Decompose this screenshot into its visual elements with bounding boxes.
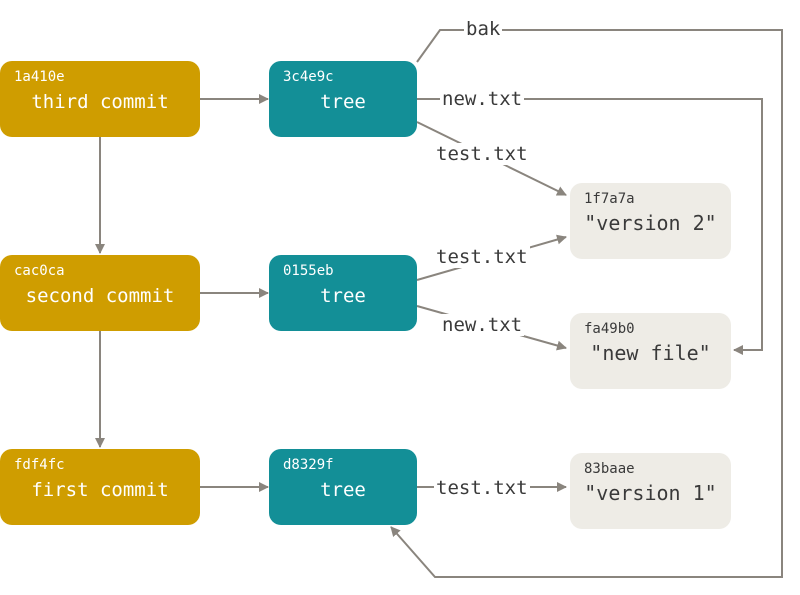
blob-content: "version 1" [584, 481, 717, 505]
tree-0155eb: 0155eb tree [269, 255, 417, 331]
tree-hash: 0155eb [283, 263, 334, 279]
blob-83baae: 83baae "version 1" [570, 453, 731, 529]
commit-label: third commit [31, 91, 169, 113]
blob-content: "version 2" [584, 211, 717, 235]
tree-3c4e9c: 3c4e9c tree [269, 61, 417, 137]
commit-third: 1a410e third commit [0, 61, 200, 137]
commit-first: fdf4fc first commit [0, 449, 200, 525]
edge-label-tree2-new: new.txt [440, 314, 525, 336]
tree-hash: d8329f [283, 457, 334, 473]
blob-hash: 1f7a7a [584, 191, 635, 207]
edge-label-tree2-test: test.txt [434, 246, 530, 268]
edge-label-tree1-new: new.txt [440, 88, 525, 110]
arrow-tree1-newtxt [417, 98, 763, 355]
blob-hash: fa49b0 [584, 321, 635, 337]
commit-hash: fdf4fc [14, 457, 65, 473]
commit-hash: cac0ca [14, 263, 65, 279]
blob-hash: 83baae [584, 461, 635, 477]
tree-d8329f: d8329f tree [269, 449, 417, 525]
blob-fa49b0: fa49b0 "new file" [570, 313, 731, 389]
commit-label: first commit [31, 479, 169, 501]
tree-label: tree [320, 285, 366, 307]
tree-label: tree [320, 479, 366, 501]
commit-second: cac0ca second commit [0, 255, 200, 331]
blob-1f7a7a: 1f7a7a "version 2" [570, 183, 731, 259]
tree-label: tree [320, 91, 366, 113]
edge-label-tree1-test: test.txt [434, 143, 530, 165]
edge-label-tree3-test: test.txt [434, 477, 530, 499]
blob-content: "new file" [590, 341, 711, 365]
edge-label-bak: bak [464, 18, 503, 40]
commit-label: second commit [25, 285, 175, 307]
tree-hash: 3c4e9c [283, 69, 334, 85]
arrow-bak [390, 29, 783, 578]
commit-hash: 1a410e [14, 69, 65, 85]
